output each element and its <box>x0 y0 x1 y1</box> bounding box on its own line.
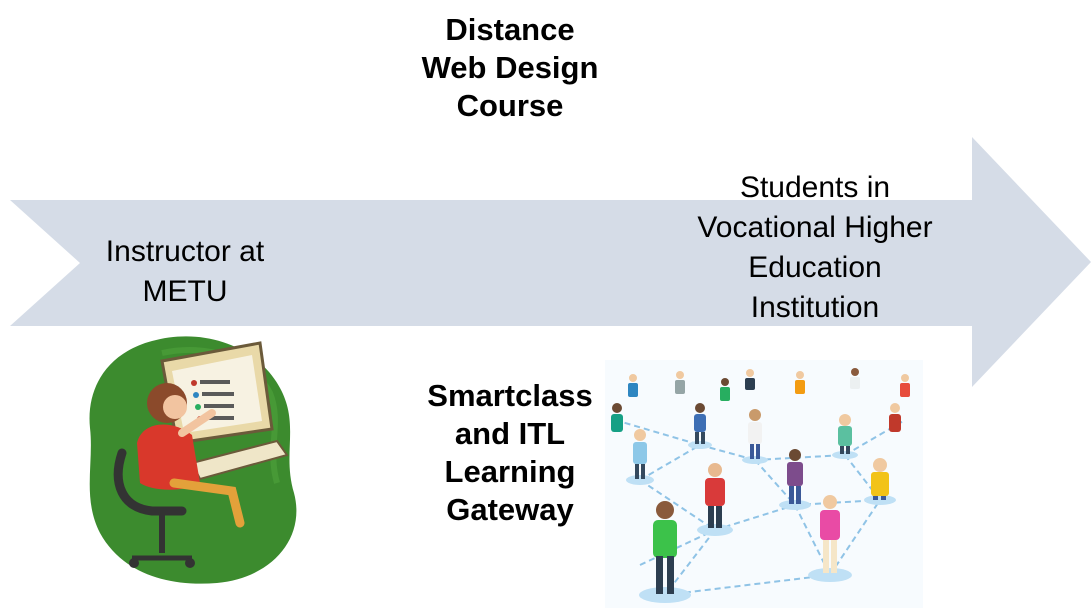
course-title-line: Course <box>456 88 564 123</box>
instructor-computer-icon <box>89 336 297 584</box>
target-label-line: Students in <box>739 171 891 204</box>
course-title-line: Web Design <box>421 50 599 85</box>
source-label-line: Instructor at <box>105 235 265 268</box>
target-label: Students in Vocational Higher Education … <box>640 168 990 328</box>
course-title-line: Distance <box>445 12 575 47</box>
target-label-line: Institution <box>750 291 880 324</box>
platform-label: Smartclass and ITL Learning Gateway <box>380 377 640 529</box>
source-label-line: METU <box>142 275 228 308</box>
source-label: Instructor at METU <box>60 232 310 312</box>
target-label-line: Education <box>748 251 882 284</box>
target-label-line: Vocational Higher <box>697 211 933 244</box>
platform-label-line: and ITL <box>454 416 566 451</box>
platform-label-line: Learning <box>444 454 576 489</box>
platform-label-line: Smartclass <box>427 378 593 413</box>
students-network-icon <box>605 360 923 608</box>
course-title: Distance Web Design Course <box>390 11 630 125</box>
flow-arrow-shape <box>10 137 1091 387</box>
platform-label-line: Gateway <box>446 492 574 527</box>
